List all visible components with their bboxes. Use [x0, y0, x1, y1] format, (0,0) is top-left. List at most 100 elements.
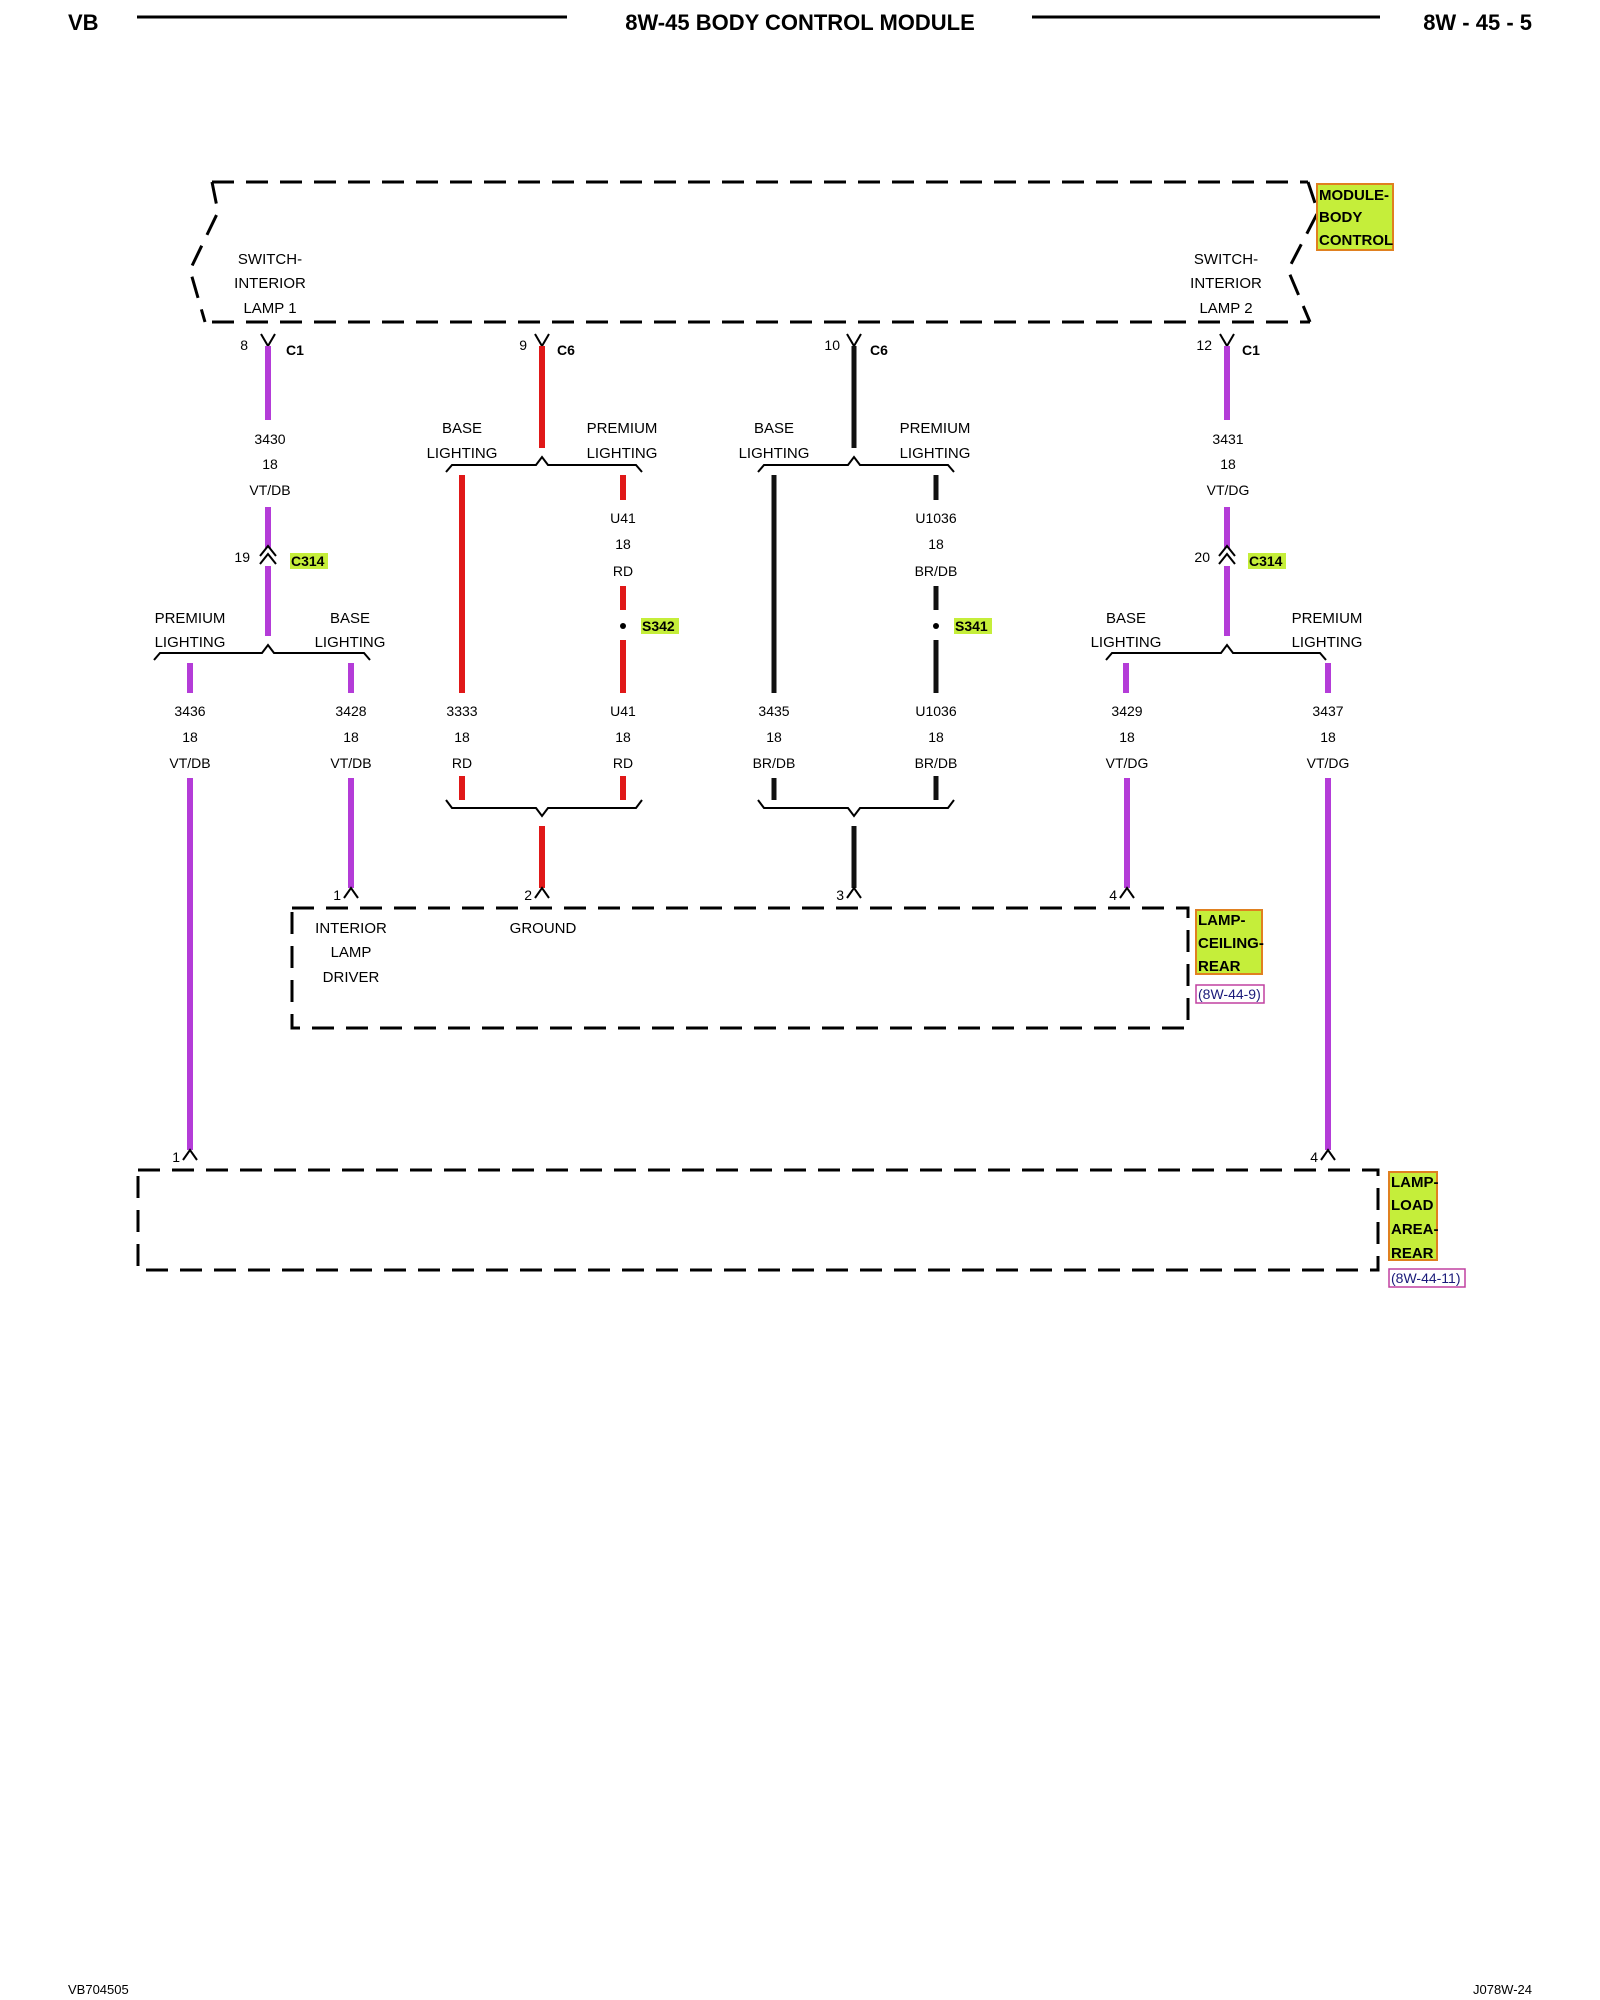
- wire-u41-lower-circuit: U41: [610, 703, 636, 719]
- bcm-module-box: [188, 180, 1320, 324]
- ceiling-pin2-label: GROUND: [510, 920, 577, 937]
- load-pin-1-connector-icon: [182, 1148, 198, 1161]
- load-pin-1-number: 1: [172, 1149, 180, 1165]
- join-bracket-black: [757, 799, 955, 818]
- option-premium-left-line1: PREMIUM: [155, 610, 226, 627]
- option-base-red-line2: LIGHTING: [427, 445, 498, 462]
- option-premium-black-line1: PREMIUM: [900, 420, 971, 437]
- bcm-name-line2: BODY: [1319, 209, 1362, 226]
- wire-3429-color: VT/DG: [1106, 755, 1149, 771]
- wire-u1036-lower-color: BR/DB: [915, 755, 958, 771]
- split-bracket-red-top: [445, 455, 643, 473]
- wire-3429-circuit: 3429: [1111, 703, 1142, 719]
- load-area-lamp-name-line4: REAR: [1391, 1245, 1434, 1262]
- ceiling-pin-1-connector-icon: [343, 886, 359, 899]
- option-base-black-line2: LIGHTING: [739, 445, 810, 462]
- load-area-lamp-ref-box[interactable]: [1388, 1268, 1466, 1288]
- c314-right-highlight: [1248, 553, 1286, 569]
- bcm-pin-10-connector: C6: [870, 342, 888, 358]
- option-premium-left-line2: LIGHTING: [155, 634, 226, 651]
- option-base-left-line2: LIGHTING: [315, 634, 386, 651]
- ceiling-pin1-label-line3: DRIVER: [323, 969, 380, 986]
- switch1-label-line2: INTERIOR: [234, 275, 306, 292]
- wire-u41-upper-gauge: 18: [615, 536, 631, 552]
- splice-s341-highlight: [954, 618, 992, 634]
- splice-s342-highlight: [641, 618, 679, 634]
- c314-pin-19-number: 19: [234, 549, 250, 565]
- wire-3431-circuit: 3431: [1212, 431, 1243, 447]
- ceiling-pin-4-connector-icon: [1119, 886, 1135, 899]
- ceiling-lamp-ref-link[interactable]: (8W-44-9): [1198, 986, 1261, 1002]
- load-area-lamp-module-box: [136, 1168, 1380, 1272]
- wire-u41-lower-color: RD: [613, 755, 633, 771]
- wire-3435-circuit: 3435: [758, 703, 789, 719]
- c314-left-highlight: [290, 553, 328, 569]
- option-premium-right-line2: LIGHTING: [1292, 634, 1363, 651]
- ceiling-lamp-module-box: [290, 906, 1190, 1030]
- split-bracket-black-top: [757, 455, 955, 473]
- bcm-pin-8-connector: C1: [286, 342, 304, 358]
- c314-pin-20-number: 20: [1194, 549, 1210, 565]
- footer-left: VB704505: [68, 1982, 129, 1997]
- footer-right: J078W-24: [1473, 1982, 1532, 1997]
- switch1-label-line1: SWITCH-: [238, 251, 302, 268]
- wire-3428-gauge: 18: [343, 729, 359, 745]
- switch2-label-line3: LAMP 2: [1199, 300, 1252, 317]
- bcm-pin-8-number: 8: [240, 337, 248, 353]
- wire-u1036-lower-gauge: 18: [928, 729, 944, 745]
- bcm-name-line1: MODULE-: [1319, 187, 1389, 204]
- wire-3437-gauge: 18: [1320, 729, 1336, 745]
- ceiling-lamp-name-highlight: [1195, 909, 1263, 975]
- wire-3431-color: VT/DG: [1207, 482, 1250, 498]
- wire-u1036-upper-gauge: 18: [928, 536, 944, 552]
- option-base-black-line1: BASE: [754, 420, 794, 437]
- wire-3436-gauge: 18: [182, 729, 198, 745]
- switch2-label-line2: INTERIOR: [1190, 275, 1262, 292]
- bcm-pin-12-connector: C1: [1242, 342, 1260, 358]
- ceiling-pin-3-connector-icon: [846, 886, 862, 899]
- wire-3429-gauge: 18: [1119, 729, 1135, 745]
- load-area-lamp-name-highlight: [1388, 1171, 1438, 1261]
- splice-s342-label: S342: [642, 618, 675, 634]
- wire-3430-circuit: 3430: [254, 431, 285, 447]
- c314-right-label: C314: [1249, 553, 1283, 569]
- c314-pin-20-connector-icon: [1218, 544, 1236, 565]
- splice-s341-dot: [933, 623, 939, 629]
- ceiling-lamp-name-line3: REAR: [1198, 958, 1241, 975]
- ceiling-lamp-name-line1: LAMP-: [1198, 912, 1246, 929]
- c314-pin-19-connector-icon: [259, 544, 277, 565]
- wire-u1036-lower-circuit: U1036: [915, 703, 956, 719]
- bcm-name-line3: CONTROL: [1319, 232, 1393, 249]
- load-pin-4-connector-icon: [1320, 1148, 1336, 1161]
- option-base-right-line1: BASE: [1106, 610, 1146, 627]
- wire-u1036-upper-circuit: U1036: [915, 510, 956, 526]
- bcm-name-highlight: [1316, 183, 1394, 251]
- bcm-pin-9-number: 9: [519, 337, 527, 353]
- wire-3431-gauge: 18: [1220, 456, 1236, 472]
- load-area-lamp-name-line2: LOAD: [1391, 1197, 1434, 1214]
- bcm-pin-8-connector-icon: [260, 333, 276, 348]
- ceiling-lamp-name-line2: CEILING-: [1198, 935, 1264, 952]
- join-bracket-red: [445, 799, 643, 818]
- load-area-lamp-name-line3: AREA-: [1391, 1221, 1439, 1238]
- option-base-right-line2: LIGHTING: [1091, 634, 1162, 651]
- switch1-label-line3: LAMP 1: [243, 300, 296, 317]
- header-page-number: 8W - 45 - 5: [1423, 10, 1532, 35]
- load-area-lamp-ref-link[interactable]: (8W-44-11): [1391, 1270, 1461, 1286]
- split-bracket-right: [1105, 643, 1327, 661]
- ceiling-lamp-ref-box[interactable]: [1195, 984, 1265, 1004]
- bcm-pin-9-connector-icon: [534, 333, 550, 348]
- option-premium-right-line1: PREMIUM: [1292, 610, 1363, 627]
- wire-u41-upper-circuit: U41: [610, 510, 636, 526]
- bcm-pin-10-connector-icon: [846, 333, 862, 348]
- split-bracket-left: [153, 643, 371, 661]
- wire-3428-circuit: 3428: [335, 703, 366, 719]
- c314-left-label: C314: [291, 553, 325, 569]
- option-premium-red-line1: PREMIUM: [587, 420, 658, 437]
- wire-3437-color: VT/DG: [1307, 755, 1350, 771]
- option-base-red-line1: BASE: [442, 420, 482, 437]
- wire-3436-circuit: 3436: [174, 703, 205, 719]
- ceiling-pin-2-number: 2: [524, 887, 532, 903]
- wire-u41-lower-gauge: 18: [615, 729, 631, 745]
